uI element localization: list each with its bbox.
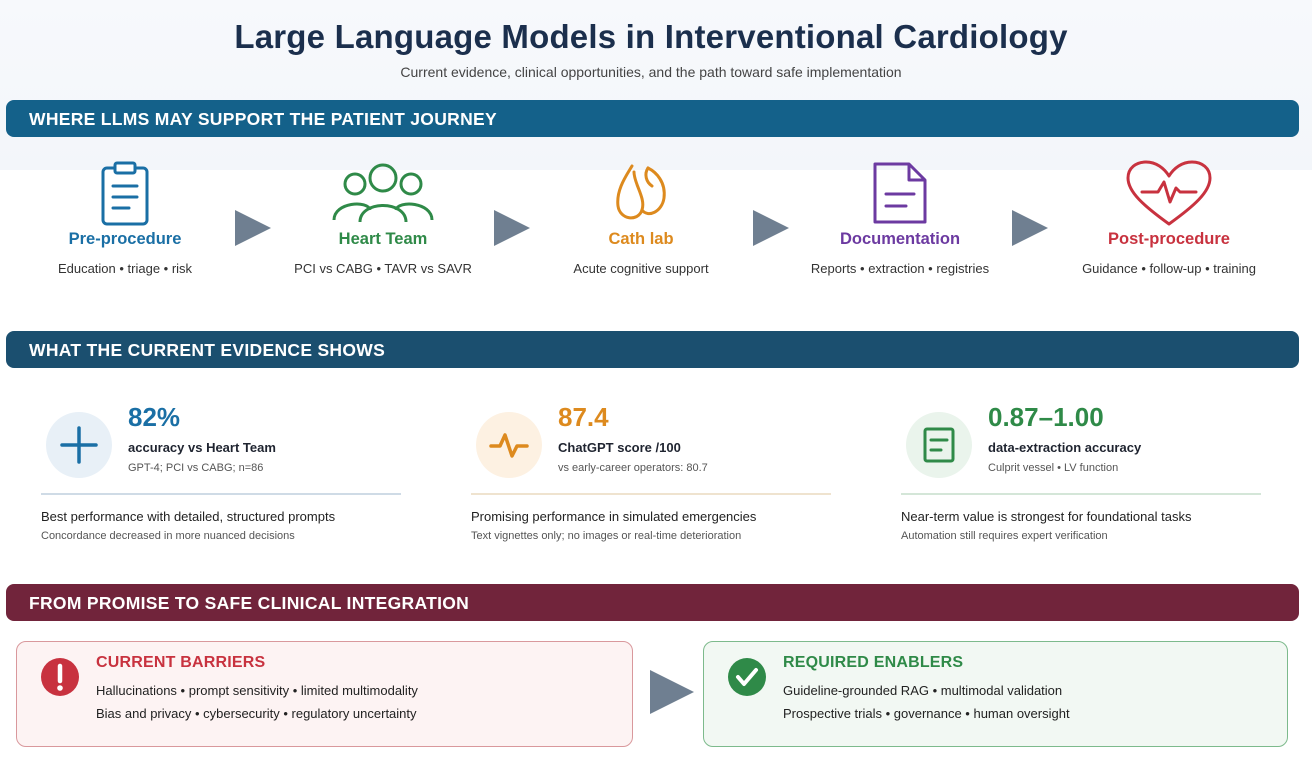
stat-caveat: Automation still requires expert verific…: [901, 530, 1108, 542]
stat-caveat: Text vignettes only; no images or real-t…: [471, 530, 742, 542]
stat-finding: Promising performance in simulated emerg…: [471, 509, 757, 524]
journey-step-post-procedure: Post-procedure Guidance • follow-up • tr…: [1049, 160, 1289, 276]
barriers-line: Bias and privacy • cybersecurity • regul…: [96, 706, 417, 721]
stat-icon-circle: [46, 412, 112, 478]
arrow-right-icon: [753, 210, 789, 246]
section-banner-evidence: WHAT THE CURRENT EVIDENCE SHOWS: [6, 331, 1299, 368]
journey-step-label: Heart Team: [338, 230, 428, 248]
journey-step-label: Cath lab: [608, 230, 674, 248]
divider: [901, 493, 1261, 495]
stat-icon-circle: [476, 412, 542, 478]
pulse-icon: [489, 433, 529, 458]
enablers-line: Prospective trials • governance • human …: [783, 706, 1070, 721]
arrow-right-icon: [235, 210, 271, 246]
section-banner-journey: WHERE LLMS MAY SUPPORT THE PATIENT JOURN…: [6, 100, 1299, 137]
enablers-line: Guideline-grounded RAG • multimodal vali…: [783, 683, 1063, 698]
journey-step-desc: Education • triage • risk: [57, 261, 193, 276]
journey-step-cath-lab: Cath lab Acute cognitive support: [521, 160, 761, 276]
journey-step-label: Post-procedure: [1108, 230, 1230, 248]
barriers-line: Hallucinations • prompt sensitivity • li…: [96, 683, 418, 698]
catheter-icon: [616, 164, 666, 220]
stat-label: data-extraction accuracy: [988, 440, 1142, 455]
journey-step-label: Documentation: [839, 230, 961, 248]
stat-label: accuracy vs Heart Team: [128, 440, 276, 455]
section-banner-integration: FROM PROMISE TO SAFE CLINICAL INTEGRATIO…: [6, 584, 1299, 621]
enablers-title: REQUIRED ENABLERS: [783, 654, 964, 671]
stat-caveat: Concordance decreased in more nuanced de…: [41, 530, 295, 542]
document-icon: [873, 162, 927, 224]
page-title: Large Language Models in Interventional …: [234, 18, 1068, 55]
journey-step-desc: PCI vs CABG • TAVR vs SAVR: [294, 261, 472, 276]
stat-note: GPT-4; PCI vs CABG; n=86: [128, 462, 264, 474]
check-icon: [728, 658, 766, 696]
journey-step-label: Pre-procedure: [68, 230, 182, 248]
stat-value: 0.87–1.00: [988, 402, 1104, 432]
journey-step-heart-team: Heart Team PCI vs CABG • TAVR vs SAVR: [263, 160, 503, 276]
stat-finding: Near-term value is strongest for foundat…: [901, 509, 1192, 524]
journey-step-desc: Guidance • follow-up • training: [1082, 261, 1256, 276]
enablers-panel: REQUIRED ENABLERS Guideline-grounded RAG…: [703, 641, 1288, 747]
page-subtitle: Current evidence, clinical opportunities…: [400, 64, 902, 80]
barriers-title: CURRENT BARRIERS: [96, 654, 266, 671]
stat-note: vs early-career operators: 80.7: [558, 462, 708, 474]
journey-step-pre-procedure: Pre-procedure Education • triage • risk: [5, 160, 245, 276]
journey-step-desc: Acute cognitive support: [573, 261, 709, 276]
stat-icon-circle: [906, 412, 972, 478]
barriers-panel: CURRENT BARRIERS Hallucinations • prompt…: [16, 641, 633, 747]
divider: [41, 493, 401, 495]
team-icon: [332, 163, 434, 223]
clipboard-icon: [101, 161, 149, 226]
stat-label: ChatGPT score /100: [558, 440, 681, 455]
arrow-right-icon: [650, 670, 694, 714]
stat-value: 87.4: [558, 402, 609, 432]
exclamation-icon: [41, 658, 79, 696]
arrow-right-icon: [494, 210, 530, 246]
plus-icon: [60, 426, 98, 464]
stat-finding: Best performance with detailed, structur…: [41, 509, 336, 524]
document-icon: [923, 427, 955, 463]
arrow-right-icon: [1012, 210, 1048, 246]
stat-value: 82%: [128, 402, 181, 432]
header-background: [0, 0, 1312, 170]
divider: [471, 493, 831, 495]
journey-step-documentation: Documentation Reports • extraction • reg…: [780, 160, 1020, 276]
heartbeat-icon: [1126, 160, 1212, 226]
stat-note: Culprit vessel • LV function: [988, 462, 1119, 474]
journey-step-desc: Reports • extraction • registries: [810, 261, 990, 276]
